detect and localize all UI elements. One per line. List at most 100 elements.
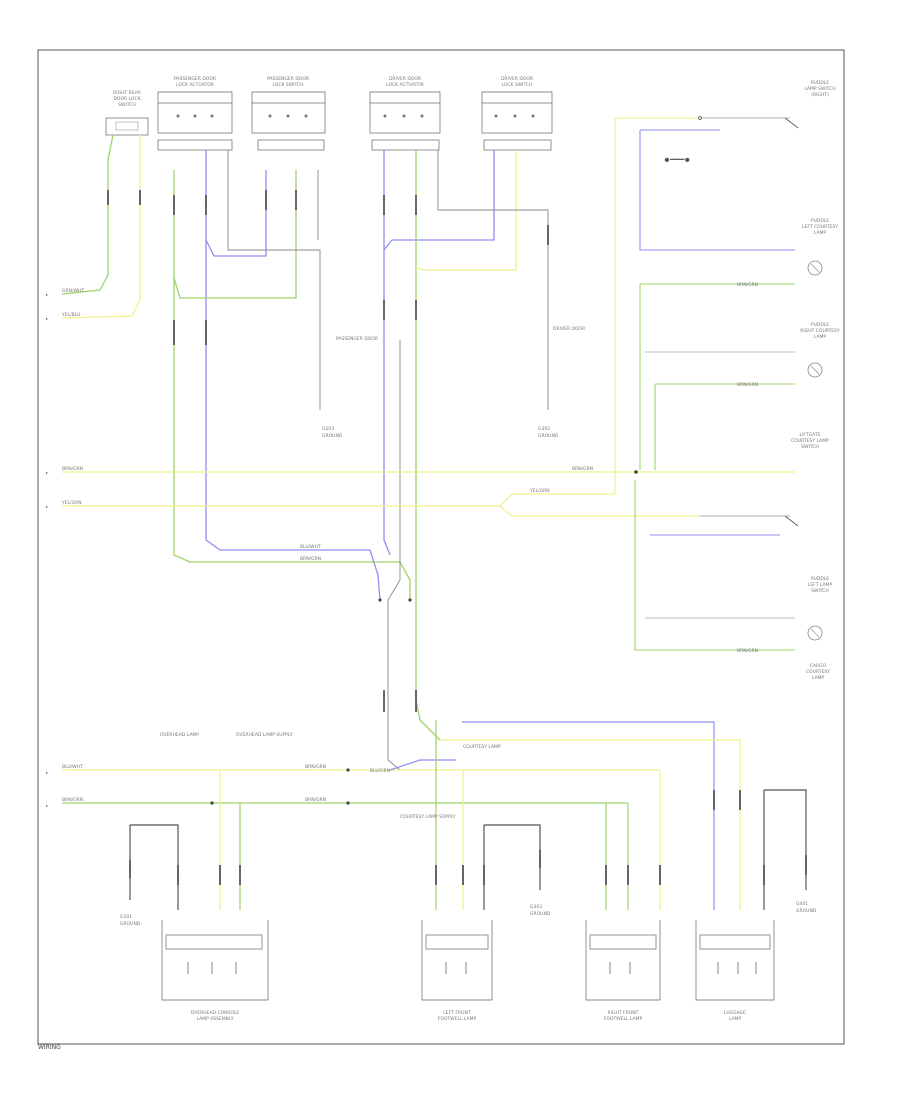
bottom-component-b4: LUGGAGE LAMP — [695, 920, 775, 1022]
bottom-component-b3: RIGHT FRONT FOOTWELL LAMP — [585, 920, 661, 1022]
wire-label-w7: BLU/WHT — [300, 544, 321, 550]
lamp-r3 — [807, 362, 823, 378]
note-n5: COURTESY LAMP — [463, 744, 501, 750]
b2-l1: LEFT FRONT — [443, 1010, 471, 1016]
note-n1: PASSENGER DOOR — [336, 336, 378, 342]
bottom-component-b2: LEFT FRONT FOOTWELL LAMP — [421, 920, 493, 1022]
r1-l2: LAMP SWITCH — [804, 86, 835, 92]
note-n3: OVERHEAD LAMP — [160, 732, 199, 738]
r5-l1: PUDDLE — [811, 576, 829, 582]
switch-r1: ● ───── ● — [665, 116, 799, 163]
wire-label-w6: YEL/GRN — [529, 488, 550, 494]
top-connector-c5: DRIVER DOOR LOCK SWITCH — [481, 76, 553, 151]
ground-g1-l1: G203 — [322, 426, 334, 432]
wire-label-w12: BLU/WHT — [62, 764, 83, 770]
wire-label-w5: BRN/GRN — [572, 466, 593, 472]
r5-l3: SWITCH — [811, 588, 829, 594]
ground-g5-l2: GROUND — [796, 908, 817, 914]
r3-l1: PUDDLE — [811, 322, 829, 328]
c4-label-1: DRIVER DOOR — [389, 76, 421, 82]
r4-l1: LIFTGATE — [800, 432, 821, 438]
c1-label-2: DOOR LOCK — [113, 96, 141, 102]
c5-label-1: DRIVER DOOR — [501, 76, 533, 82]
bottom-stubs — [129, 790, 807, 885]
wire-label-w10: BRN/GRN — [737, 382, 758, 388]
r4-l2: COURTESY LAMP — [791, 438, 829, 444]
c4-label-2: LOCK ACTUATOR — [386, 82, 424, 88]
wire-label-w11: BRN/GRN — [737, 648, 758, 654]
b4-l2: LAMP — [729, 1016, 742, 1022]
c5-label-2: LOCK SWITCH — [501, 82, 532, 88]
top-connector-c3: PASSENGER DOOR LOCK SWITCH — [251, 76, 326, 151]
c1-label-3: SWITCH — [118, 102, 136, 108]
ground-g2-l2: GROUND — [538, 433, 559, 439]
r2-l1: PUDDLE — [811, 218, 829, 224]
arrow-6: ▸ — [46, 804, 49, 809]
bottom-component-b1: OVERHEAD CONSOLE LAMP ASSEMBLY — [161, 920, 269, 1022]
wire-label-w9: BRN/GRN — [737, 282, 758, 288]
b1-l1: OVERHEAD CONSOLE — [191, 1010, 240, 1016]
top-connector-c1: RIGHT REAR DOOR LOCK SWITCH — [105, 90, 149, 136]
wire-label-w8: BRN/GRN — [300, 556, 321, 562]
c3-label-2: LOCK SWITCH — [272, 82, 303, 88]
c2-label-2: LOCK ACTUATOR — [176, 82, 214, 88]
r2-l2: LEFT COURTESY — [802, 224, 838, 230]
wire-label-w16: BRN/GRN — [305, 797, 326, 803]
switch-r4 — [700, 515, 799, 527]
ground-g4-l1: G303 — [530, 904, 542, 910]
wire-label-w1: GRN/WHT — [62, 288, 84, 294]
arrow-2: ▸ — [46, 317, 49, 322]
r3-l2: RIGHT COURTESY — [800, 328, 840, 334]
b3-l2: FOOTWELL LAMP — [604, 1016, 643, 1022]
wire-label-w4: YEL/GRN — [61, 500, 82, 506]
wire-label-w15: BLU/GRN — [370, 768, 390, 774]
c1-label-1: RIGHT REAR — [113, 90, 141, 96]
right-side-wiring — [614, 117, 795, 651]
r4-l3: SWITCH — [801, 444, 819, 450]
ground-g2-l1: G302 — [538, 426, 550, 432]
main-bus — [62, 471, 795, 517]
lamp-r6 — [807, 625, 823, 641]
lamp-r2 — [807, 260, 823, 276]
arrow-4: ▸ — [46, 505, 49, 510]
ground-g3-l1: G101 — [120, 914, 132, 920]
diagram-frame — [37, 49, 845, 1045]
switch-c1-wires — [61, 134, 141, 319]
r6-l3: LAMP — [812, 675, 825, 681]
ground-g5-l1: G401 — [796, 901, 808, 907]
lower-bus — [62, 720, 807, 910]
footer-code: WIRING — [38, 1044, 61, 1051]
arrow-5: ▸ — [46, 771, 49, 776]
ground-g1-l2: GROUND — [322, 433, 343, 439]
wire-label-w2: YEL/BLU — [61, 312, 80, 318]
passenger-door-wires — [173, 150, 411, 601]
splice-points — [210, 470, 638, 805]
c2-label-1: PASSENGER DOOR — [174, 76, 216, 82]
r6-l1: CARGO — [810, 663, 827, 669]
b2-l2: FOOTWELL LAMP — [438, 1016, 477, 1022]
driver-door-wires — [383, 150, 549, 771]
r1-l1: PUDDLE — [811, 80, 829, 86]
switch-r1-tag: ● ───── ● — [665, 158, 689, 163]
r5-l2: LEFT LAMP — [808, 582, 833, 588]
b4-l1: LUGGAGE — [724, 1010, 746, 1016]
c3-label-1: PASSENGER DOOR — [267, 76, 309, 82]
wire-label-w3: BRN/GRN — [62, 466, 83, 472]
r1-l3: (RIGHT) — [811, 92, 829, 98]
note-n4: OVERHEAD LAMP SUPPLY — [236, 732, 293, 738]
arrow-3: ▸ — [46, 471, 49, 476]
r6-l2: COURTESY — [806, 669, 830, 675]
note-n6: COURTESY LAMP SUPPLY — [400, 814, 456, 820]
ground-g4-l2: GROUND — [530, 911, 551, 917]
note-n2: DRIVER DOOR — [553, 326, 585, 332]
wire-label-w13: BRN/GRN — [62, 797, 83, 803]
wire-label-w14: BRN/GRN — [305, 764, 326, 770]
ground-g3-l2: GROUND — [120, 921, 141, 927]
b1-l2: LAMP ASSEMBLY — [197, 1016, 234, 1022]
r3-l3: LAMP — [814, 334, 827, 340]
top-connector-c4: DRIVER DOOR LOCK ACTUATOR — [369, 76, 441, 151]
r2-l3: LAMP — [814, 230, 827, 236]
b3-l1: RIGHT FRONT — [608, 1010, 639, 1016]
arrow-1: ▸ — [46, 293, 49, 298]
